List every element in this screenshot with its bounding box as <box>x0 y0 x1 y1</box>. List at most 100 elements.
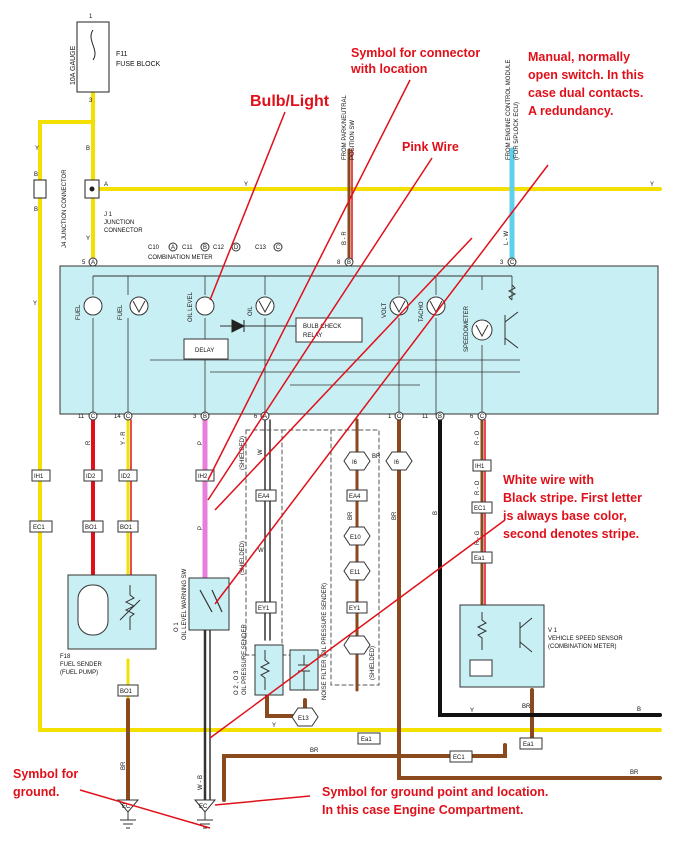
top-pin-5-circle <box>88 257 98 267</box>
note-ground-point-2: In this case Engine Compartment. <box>322 803 523 817</box>
wire-label-p-1: P <box>198 441 204 445</box>
wire-label-br-3: BR <box>348 511 354 520</box>
oil-switch-name: OIL LEVEL WARNING SW <box>182 568 188 640</box>
meter-conn-c10-pin <box>168 242 178 252</box>
conn-ih1-speed <box>472 459 492 472</box>
annotation-lines <box>79 79 549 829</box>
note-ground-point-1: Symbol for ground point and location. <box>322 785 548 799</box>
conn-bo1-yr <box>117 520 139 533</box>
junction-e10-label: E10 <box>350 535 361 541</box>
from-ecm-2: (FOR 5/PLOCK ECU) <box>514 102 520 160</box>
black-wire-meter-vss <box>438 418 662 717</box>
fuel-sender: F18 FUEL SENDER (FUEL PUMP) <box>60 574 157 676</box>
junction-e-noise <box>343 635 371 655</box>
conn-ih1-label: IH1 <box>34 474 44 480</box>
bot-pin-3: 3 <box>193 414 197 420</box>
conn-ey1-w <box>255 601 277 614</box>
gauge-fuel-1: FUEL <box>76 296 103 320</box>
fuse-pin-bottom: 3 <box>89 98 93 104</box>
gauge-oil-label: OIL <box>248 306 254 316</box>
leader-white-wb <box>209 519 506 739</box>
conn-ea1-bottom-label: Ea1 <box>361 737 372 743</box>
fuse-icon <box>90 29 96 61</box>
meter-conn-c12: C12 <box>213 245 225 251</box>
note-manual-4: A redundancy. <box>528 104 613 118</box>
junction-i6-left: I6 <box>343 451 371 471</box>
j1-name2: CONNECTOR <box>104 228 143 234</box>
conn-ea4-w <box>255 489 277 502</box>
conn-ih2-label: IH2 <box>198 474 208 480</box>
conn-bo1-r-label: BO1 <box>85 525 98 531</box>
gauge-oil-level-label: OIL LEVEL <box>188 292 194 322</box>
conn-ey1-w-label: EY1 <box>258 606 270 612</box>
wire-label-w-2: W <box>258 548 264 554</box>
from-ecm-1: FROM ENGINE CONTROL MODULE <box>506 60 512 160</box>
wire-label-shielded-2: (SHIELDED) <box>240 541 246 575</box>
shield-outline-1 <box>245 429 283 656</box>
vss-resistor-icon <box>476 612 488 650</box>
fuel-sender-resistor-icon <box>119 585 141 630</box>
note-white-4: second denotes stripe. <box>503 527 639 541</box>
conn-ea4-br <box>346 489 368 502</box>
note-manual-1: Manual, normally <box>528 50 630 64</box>
wire-label-y-6: Y <box>272 723 276 729</box>
bot-pin-11: 11 <box>78 414 85 420</box>
gauge-tacho-label: TACHO <box>419 301 425 322</box>
note-connector-1: Symbol for connector <box>351 46 480 60</box>
oil-press-resistor-icon <box>259 650 271 690</box>
oil-switch-box <box>188 577 230 631</box>
leader-ground-pt <box>214 795 311 806</box>
wire-label-wb: W - B <box>198 775 204 790</box>
meter-bus-lower <box>150 359 520 386</box>
gauge-speedometer-icon <box>471 319 493 341</box>
ground-symbols: EC EC <box>116 799 217 829</box>
junction-e10: E10 <box>343 526 371 546</box>
wire-label-ro-2: R - O <box>475 480 481 495</box>
wire-label-br-top: B - R <box>342 231 348 245</box>
wire-label-y-1: Y <box>35 146 39 152</box>
leader-pink <box>207 157 433 501</box>
wire-label-br-5: BR <box>310 748 319 754</box>
from-park-neutral-2: POSITION SW <box>350 120 356 160</box>
conn-ea1-bottom <box>357 732 381 745</box>
conn-ey1-br-label: EY1 <box>349 606 361 612</box>
wire-label-y-7: Y <box>470 708 474 714</box>
gauge-speedometer-label: SPEEDOMETER <box>464 305 470 352</box>
wire-label-b-3: B <box>637 707 641 713</box>
bot-pin-6c-letter: C <box>480 414 485 420</box>
top-pin-3-circle <box>507 257 517 267</box>
junction-e11: E11 <box>343 561 371 581</box>
conn-id2-r-label: ID2 <box>86 474 96 480</box>
conn-id2-yr <box>118 469 138 482</box>
wire-label-shielded-1: (SHIELDED) <box>240 436 246 470</box>
brown-wire-ec-bus <box>222 743 507 802</box>
junction-i6-left-label: I6 <box>352 460 358 466</box>
leader-ground-sym <box>79 789 211 829</box>
fuse-rating: 10A GAUGE <box>70 45 77 85</box>
gauge-oil-icon <box>255 296 275 316</box>
bulb-check-label-2: RELAY <box>303 333 322 339</box>
j4-pin-b2: B <box>34 207 38 213</box>
meter-drops <box>92 276 513 300</box>
wire-label-br-7: BR <box>522 704 531 710</box>
conn-bo1-ground <box>117 684 139 697</box>
wire-label-yr: Y - R <box>121 431 127 445</box>
meter-conn-c11: C11 <box>182 245 193 251</box>
meter-conn-c11-letter: B <box>203 245 207 251</box>
fuse-box <box>76 21 110 93</box>
annotations: Bulb/Light Symbol for connector with loc… <box>13 46 644 817</box>
bulb-check-relay <box>295 317 363 343</box>
wire-label-br-6: BR <box>630 770 639 776</box>
j1-name: JUNCTION <box>104 220 134 226</box>
fuse-name: FUSE BLOCK <box>116 61 161 68</box>
wire-label-shielded-3: (SHIELDED) <box>370 646 376 680</box>
oil-level-switch: O 1 OIL LEVEL WARNING SW <box>174 568 230 640</box>
meter-name: COMBINATION METER <box>148 255 213 261</box>
wire-label-b-1: B <box>86 146 90 152</box>
wire-label-w-1: W <box>258 449 264 455</box>
j1-pin-a: A <box>104 182 108 188</box>
conn-ea1-vss <box>519 737 543 750</box>
vss-transistor-icon <box>519 617 533 653</box>
conn-ec1 <box>29 520 53 533</box>
conn-ec1-bottom-label: EC1 <box>453 755 465 761</box>
